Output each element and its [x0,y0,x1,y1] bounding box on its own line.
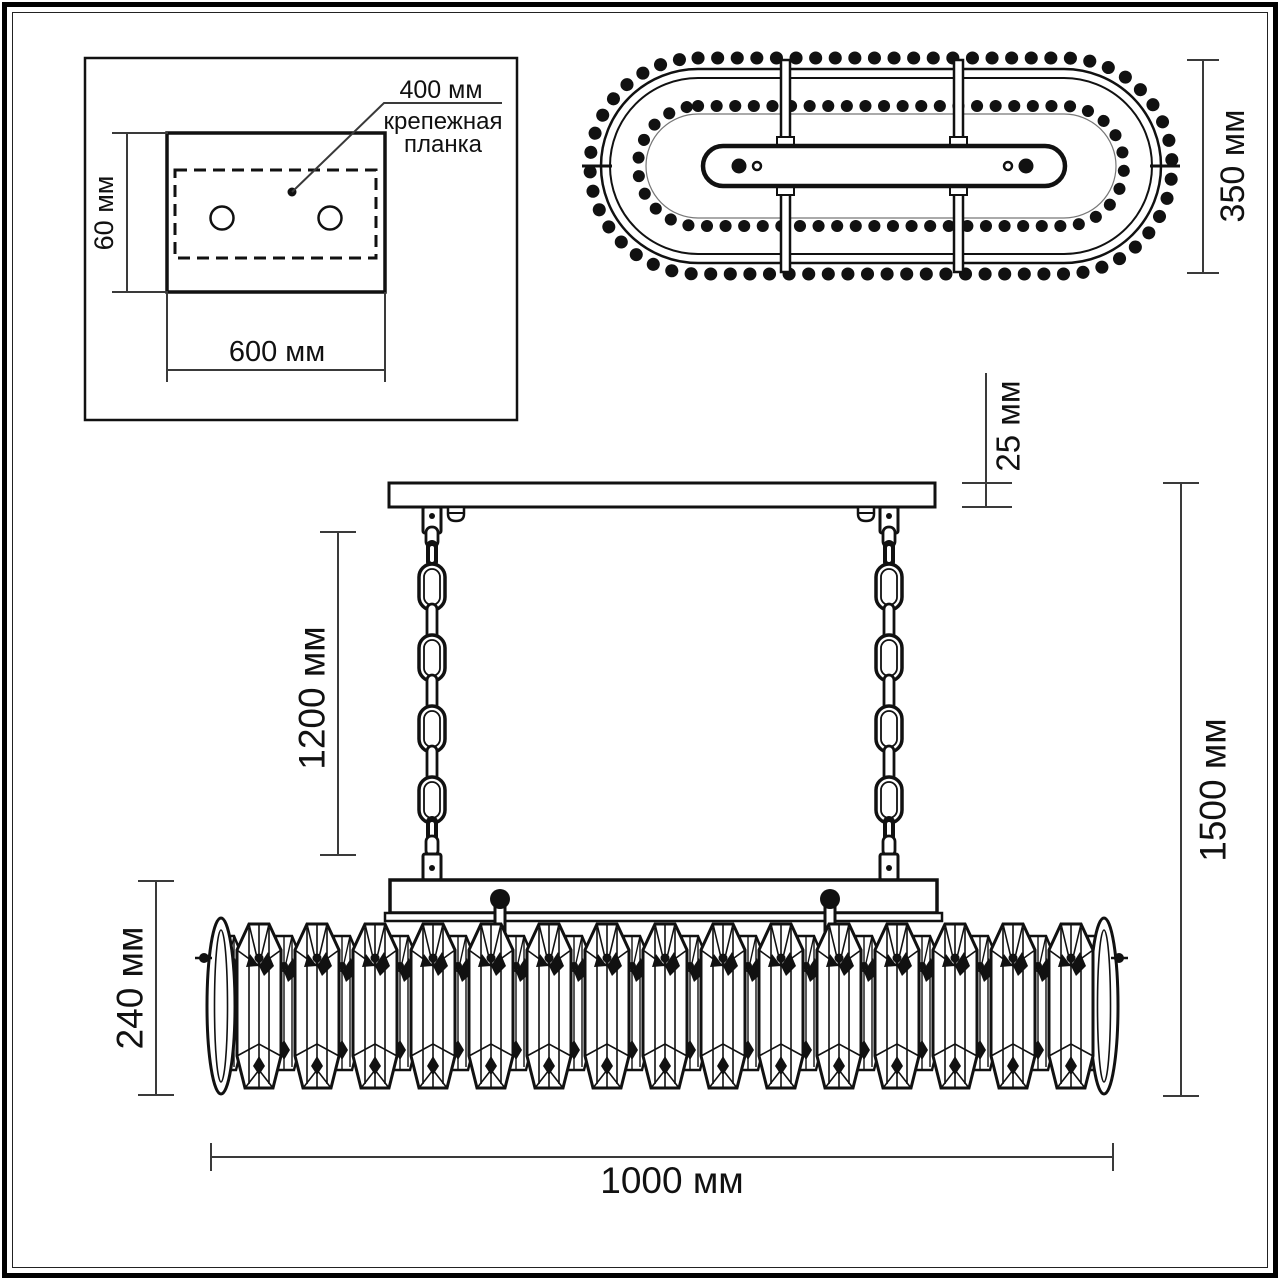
dim-25mm: 25 мм [962,373,1027,508]
stem-ball-left [490,889,510,909]
dim-350mm: 350 мм [1187,59,1252,274]
inner-crystal-bead-ring [632,100,1130,232]
dim-label-60mm: 60 мм [89,176,119,251]
central-mounting-bar [700,143,1068,189]
leader-line-400mm [287,102,502,197]
dim-label-1200mm: 1200 мм [292,626,333,769]
inner-frame-ring [609,77,1153,255]
dim-label-25mm: 25 мм [990,380,1027,471]
dim-1200mm: 1200 мм [292,531,356,856]
mounting-bracket-dashed-outline [173,168,378,260]
dim-label-350mm: 350 мм [1214,110,1252,223]
part-label-line2: планка [404,131,483,158]
cap-nut-right [856,505,876,523]
stem-ball-right [820,889,840,909]
dim-600mm: 600 мм [166,292,386,382]
top-view: 350 мм [582,51,1252,281]
dim-label-600mm: 600 мм [229,336,325,368]
mounting-plate-detail-view: 400 мм крепежная планка 60 мм 600 мм [83,56,519,422]
body-end-right [1088,916,1128,1096]
suspension-chain-right [874,505,904,882]
bar-hole [1018,158,1034,174]
crystal-row-front [235,922,1095,1090]
dim-label-240mm: 240 мм [110,927,151,1050]
outer-frame-ring [599,67,1163,265]
dim-1000mm: 1000 мм [210,1143,1114,1201]
mounting-hole-right [317,205,343,231]
body-frame-bar [388,878,939,915]
dim-1500mm: 1500 мм [1163,482,1234,1097]
bar-hole [731,158,747,174]
mounting-hole-left [209,205,235,231]
cap-nut-left [446,505,466,523]
body-frame-lip [383,911,944,923]
dim-label-hole-spacing: 400 мм [399,76,482,104]
bar-hole-small [751,160,763,172]
outer-crystal-bead-ring [583,51,1179,281]
part-label-line1: крепежная [384,108,503,135]
dim-label-1000mm: 1000 мм [600,1160,743,1201]
dim-240mm: 240 мм [110,880,174,1096]
dim-label-1500mm: 1500 мм [1193,718,1234,861]
ceiling-plate [387,481,937,509]
body-end-left [195,916,237,1096]
bar-hole-small [1002,160,1014,172]
side-view: 25 мм 1200 мм 240 мм 1500 мм 1000 мм [110,373,1234,1201]
suspension-chain-left [417,505,447,882]
innermost-ring [645,113,1117,219]
ceiling-plate-outline [165,131,387,294]
dim-60mm: 60 мм [89,132,168,293]
